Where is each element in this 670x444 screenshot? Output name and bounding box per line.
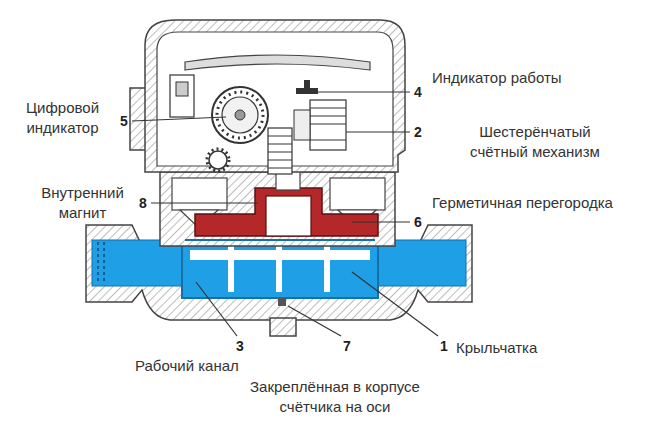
callout-number: 5 [120,112,128,130]
callout-number: 1 [440,337,448,355]
callout-number: 6 [414,213,422,231]
callout-number: 4 [414,83,422,101]
part-name: Внутренний магнит [30,183,135,223]
callout-number: 2 [414,123,422,141]
part-name: Рабочий канал [135,356,239,376]
part-name: Крыльчатка [456,338,537,358]
part-name: Закреплённая в корпусе счётчика на оси [235,377,435,417]
callout-number: 8 [139,194,147,212]
part-name: Герметичная перегородка [432,193,613,213]
callout-number: 7 [343,337,351,355]
part-name: Цифровой индикатор [10,98,115,138]
part-name: Шестерёнчатый счётный механизм [455,122,615,162]
part-name: Индикатор работы [432,68,562,88]
callout-number: 3 [236,337,244,355]
